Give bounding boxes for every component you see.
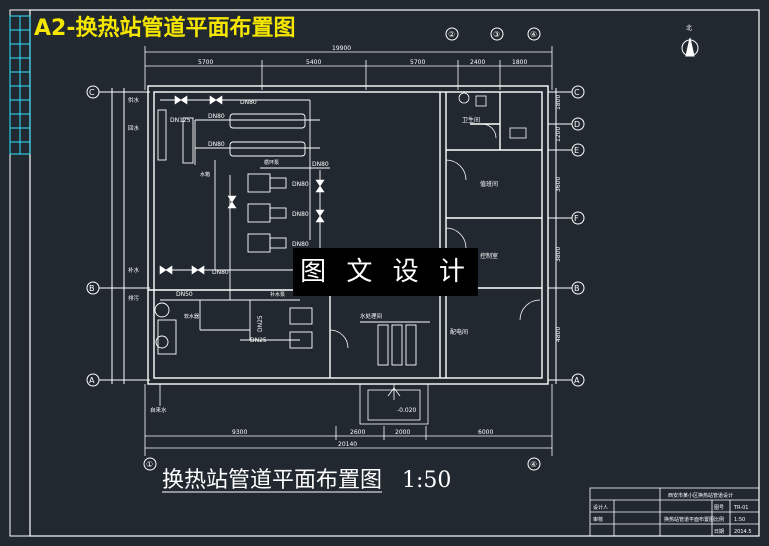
pipe-label: DN80 <box>292 211 309 218</box>
pipe-label: DN80 <box>240 99 257 106</box>
equipment-label: 水箱 <box>200 171 210 178</box>
toilet-fixtures <box>458 92 527 139</box>
top-axis-circles <box>445 27 541 41</box>
equipment-racks <box>360 321 430 366</box>
room-label-toilet: 卫生间 <box>462 116 480 124</box>
right-dim-4: 3800 <box>555 247 562 262</box>
pumps <box>247 173 313 349</box>
entrance-steps <box>359 383 429 425</box>
title-block-value: TR-01 <box>733 505 749 511</box>
left-note: 补水 <box>128 266 140 274</box>
drawing-title: 换热站管道平面布置图 1:50 <box>162 462 451 494</box>
right-axis-4: F <box>574 214 579 223</box>
title-block-field: 日期 <box>714 529 724 535</box>
title-block-row: 设计人 <box>593 504 608 511</box>
title-block-row: 审核 <box>593 516 603 523</box>
pipe-network <box>160 99 330 341</box>
pipe-label: DN25 <box>250 337 267 344</box>
valve-symbols <box>159 95 325 275</box>
top-axis-4: ④ <box>530 30 537 39</box>
bottom-dim-1: 9300 <box>232 429 247 436</box>
bottom-axis-circles <box>143 457 541 471</box>
left-note: 排污 <box>128 294 140 302</box>
left-axis-c: C <box>89 88 95 97</box>
title-block-value: 1:50 <box>734 517 745 523</box>
header-title: A2-换热站管道平面布置图 <box>34 16 296 41</box>
room-label-power: 配电间 <box>450 328 468 336</box>
top-axis-2: ② <box>448 30 455 39</box>
right-dim-3: 3600 <box>555 177 562 192</box>
top-dim-5: 1800 <box>512 59 527 66</box>
pipe-label: DN80 <box>292 241 309 248</box>
left-axis-b: B <box>89 284 95 293</box>
bottom-dim-2: 2600 <box>350 429 365 436</box>
pipe-label: DN25 <box>257 315 264 332</box>
pipe-label: DN80 <box>208 141 225 148</box>
right-dim-2: 1200 <box>555 127 562 142</box>
left-note: 自来水 <box>150 406 167 414</box>
top-dimension-lines <box>144 46 553 90</box>
right-axis-6: A <box>574 376 580 385</box>
title-block <box>589 487 760 537</box>
top-dim-4: 2400 <box>470 59 485 66</box>
right-axis-1: C <box>574 88 580 97</box>
top-dim-1: 5700 <box>198 59 213 66</box>
binding-strip <box>9 15 31 155</box>
left-axis-circles <box>86 85 150 387</box>
right-axis-5: B <box>574 284 580 293</box>
bottom-axis-4: ④ <box>530 460 537 469</box>
pipe-label: DN80 <box>292 181 309 188</box>
right-axis-2: D <box>574 120 580 129</box>
right-dim-5: 4800 <box>555 327 562 342</box>
bottom-axis-1: ① <box>146 460 153 469</box>
north-arrow-icon <box>681 37 699 57</box>
left-note: 供水 <box>128 96 140 104</box>
bottom-dim-4: 6000 <box>478 429 493 436</box>
bottom-dimension-lines <box>144 384 553 456</box>
title-block-drawing-name: 换热站管道平面布置图 <box>664 516 714 523</box>
inner-frame <box>29 9 760 537</box>
water-tank <box>154 302 177 355</box>
top-axis-3: ③ <box>493 30 500 39</box>
title-block-field: 图号 <box>714 505 724 511</box>
north-label: 北 <box>686 24 692 32</box>
pipe-label: DN50 <box>176 291 193 298</box>
door-swings <box>329 123 541 349</box>
title-block-field: 比例 <box>714 516 724 523</box>
pipe-label: DN80 <box>312 161 329 168</box>
watermark: 图 文 设 计 <box>293 248 478 296</box>
equipment-label: 软水器 <box>184 313 199 320</box>
pipe-label: DN80 <box>208 113 225 120</box>
right-dim-1: 1800 <box>555 95 562 110</box>
left-note: 回水 <box>128 124 140 132</box>
drawing-title-text: 换热站管道平面布置图 <box>162 468 383 493</box>
drawing-scale: 1:50 <box>402 468 452 493</box>
room-label-treatment: 水处理间 <box>360 312 382 320</box>
equipment-label: 补水泵 <box>270 291 285 298</box>
pipe-label: DN80 <box>212 269 229 276</box>
title-block-project: 西安市某小区换热站管道设计 <box>668 492 733 499</box>
top-dim-total: 19900 <box>332 45 351 52</box>
pipe-label: DN125 <box>170 117 191 124</box>
top-dim-3: 5700 <box>410 59 425 66</box>
room-label-duty: 值班间 <box>480 180 498 188</box>
top-dim-2: 5400 <box>306 59 321 66</box>
elevation-label: -0.020 <box>397 407 417 414</box>
title-block-value: 2014.5 <box>734 529 752 535</box>
building-walls <box>147 85 549 385</box>
equipment-label: 循环泵 <box>264 159 279 166</box>
right-axis-circles <box>548 85 585 387</box>
bottom-dim-3: 2000 <box>395 429 410 436</box>
right-axis-3: E <box>574 146 579 155</box>
heat-exchangers <box>157 109 306 164</box>
bottom-dim-total: 20140 <box>338 441 357 448</box>
left-axis-a: A <box>89 376 95 385</box>
room-label-control: 控制室 <box>480 252 498 260</box>
